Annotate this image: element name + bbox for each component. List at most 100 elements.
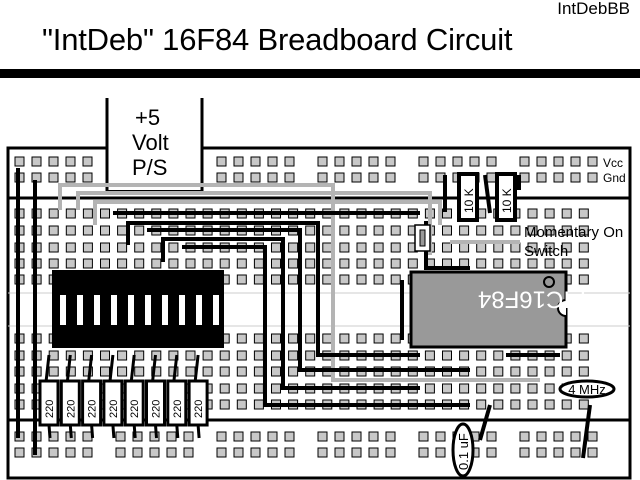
hole [418,431,429,442]
hole [486,447,497,458]
hole [510,225,521,236]
hole [587,172,598,183]
hole [117,225,128,236]
hole [288,258,299,269]
hole [351,431,362,442]
hole [271,383,281,394]
hole [544,225,555,236]
hole [385,447,396,458]
hole [368,431,379,442]
hole [351,156,362,167]
hole [100,366,110,377]
hole [288,242,299,253]
hole [527,366,538,377]
hole [305,258,316,269]
hole [544,242,555,253]
hole [236,258,247,269]
hole [216,172,227,183]
hole [373,274,384,285]
hole [82,225,93,236]
resistor-lead [196,424,201,439]
power-supply-label-2: Volt [132,130,169,155]
hole [117,242,128,253]
diagram-title: "IntDeb" 16F84 Breadboard Circuit [42,22,513,57]
hole [134,258,145,269]
hole [390,242,401,253]
hole [418,156,429,167]
hole [236,399,247,410]
hole [351,172,362,183]
hole [368,156,379,167]
hole [486,156,497,167]
hole [166,447,177,458]
hole [82,156,93,167]
hole [390,333,401,344]
hole [553,156,564,167]
hole [356,242,367,253]
hole [493,383,504,394]
hole [424,383,435,394]
hole [544,383,555,394]
gray-wire [58,183,540,382]
resistor-body [102,379,124,427]
hole [553,172,564,183]
hole [14,447,25,458]
hole [271,333,281,344]
hole [587,447,598,458]
hole [339,274,350,285]
hole [284,431,295,442]
hole [134,242,145,253]
led-resistor: 220 [123,354,145,439]
hole [356,274,367,285]
hole [317,447,328,458]
hole [486,431,497,442]
hole [250,156,261,167]
hole [219,366,230,377]
hole [368,172,379,183]
hole [544,366,555,377]
hole [236,333,247,344]
hole [202,366,213,377]
hole [117,258,128,269]
hole [536,447,547,458]
hole [322,225,333,236]
hole [442,225,452,236]
hole [271,258,281,269]
hole [65,156,76,167]
resistor-body [457,172,479,222]
hole [305,350,316,361]
pullup-resistor-2: 10 K [495,172,517,222]
hole [100,350,110,361]
hole [48,350,59,361]
hole [334,156,345,167]
hole [117,366,128,377]
hole [82,242,93,253]
hole [149,447,160,458]
hole [385,156,396,167]
hole [233,156,244,167]
hole [322,242,333,253]
hole [317,156,328,167]
hole [48,208,59,219]
resistor-body [166,379,188,427]
hole [236,366,247,377]
hole [486,172,497,183]
hole [151,258,162,269]
hole [219,399,230,410]
capacitor-lead [478,404,492,441]
resistor-body [187,379,209,427]
hole [14,156,25,167]
hole [65,225,76,236]
hole [578,350,589,361]
hole [553,447,564,458]
hole [288,350,299,361]
hole [368,447,379,458]
led-resistor: 220 [102,354,124,439]
hole [65,258,76,269]
hole [100,242,110,253]
hole [82,208,93,219]
capacitor: 0.1 uF [451,422,475,478]
gray-wires [58,183,540,382]
hole [578,399,589,410]
crystal-lead [581,404,592,459]
